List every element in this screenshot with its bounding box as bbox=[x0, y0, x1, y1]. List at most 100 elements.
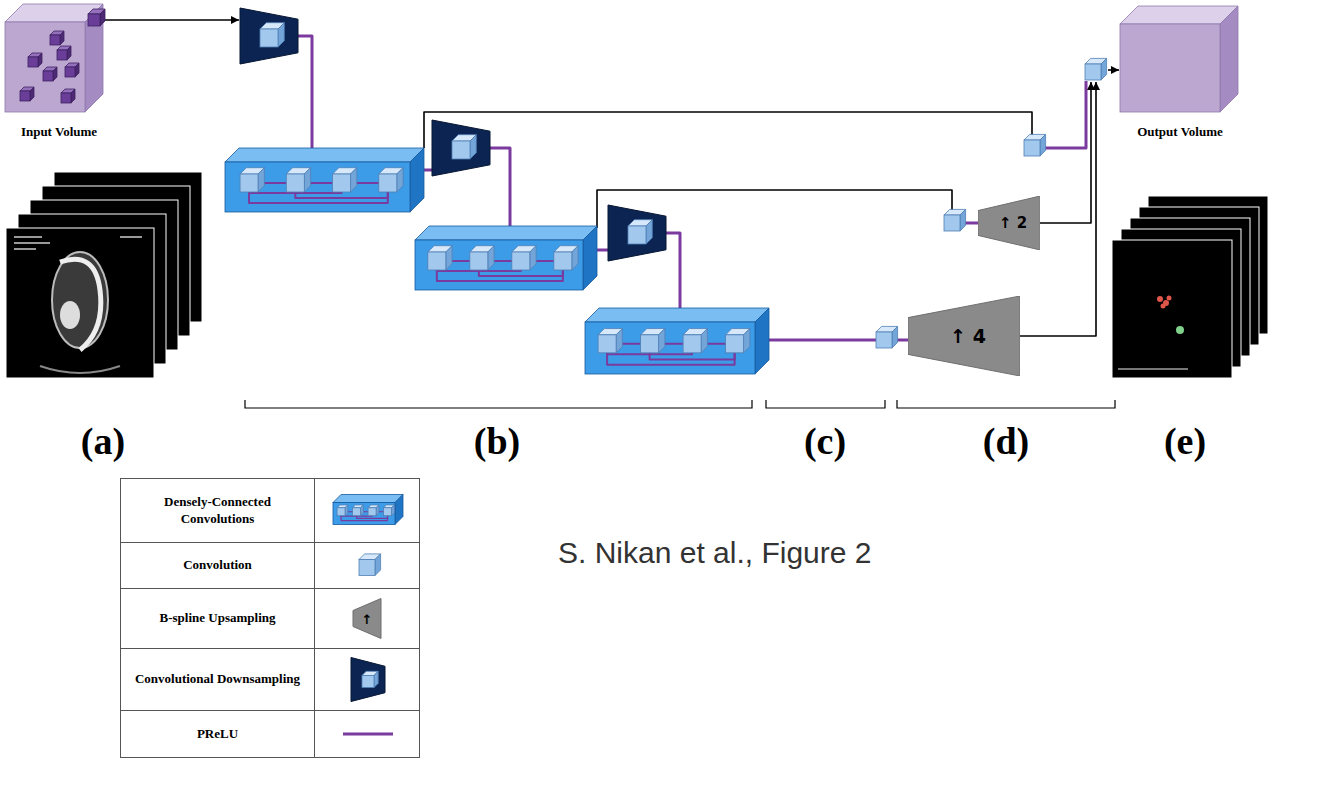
voxel-patch-front bbox=[65, 67, 75, 77]
dense-block-top bbox=[585, 308, 769, 322]
convolution-cube-front bbox=[333, 174, 351, 192]
convolution-cube-side bbox=[392, 505, 395, 516]
input-volume-cube-side bbox=[85, 4, 103, 112]
legend-label: Densely-Connected Convolutions bbox=[127, 494, 308, 527]
convolution-cube-front bbox=[384, 508, 392, 516]
upsampling-trapezoid bbox=[353, 599, 381, 639]
convolution-cube-front bbox=[554, 252, 572, 270]
voxel-patch-front bbox=[57, 50, 67, 60]
convolution-cube-side bbox=[616, 329, 622, 353]
convolution-cube-front bbox=[368, 508, 376, 516]
legend-sample bbox=[315, 479, 419, 542]
convolution-cube-side bbox=[1040, 134, 1046, 156]
voxel-patch-side bbox=[60, 31, 64, 45]
downsampling-trapezoid bbox=[240, 8, 298, 64]
scan-annotation bbox=[120, 236, 142, 238]
convolution-cube-front bbox=[286, 174, 304, 192]
dense-block-front bbox=[415, 240, 583, 290]
upsampling-trapezoid bbox=[978, 196, 1040, 250]
convolution-cube-front bbox=[379, 174, 397, 192]
figure-caption: S. Nikan et al., Figure 2 bbox=[558, 536, 871, 570]
output-volume-cube-side bbox=[1220, 6, 1238, 112]
convolution-cube-front bbox=[470, 252, 488, 270]
convolution-cube-front bbox=[641, 335, 659, 353]
legend-row: PReLU bbox=[121, 711, 419, 757]
segmentation-slice bbox=[1112, 240, 1232, 378]
node-label: Output Volume bbox=[1137, 124, 1223, 140]
legend-sample bbox=[315, 649, 419, 710]
panel-label: (b) bbox=[474, 419, 520, 463]
ct-bone bbox=[60, 301, 80, 329]
convolution-cube-side bbox=[361, 505, 364, 516]
dense-block-side bbox=[395, 495, 403, 525]
bracket bbox=[245, 400, 752, 408]
voxel-patch-side bbox=[71, 89, 75, 103]
dense-block-front bbox=[333, 503, 395, 525]
dense-connection bbox=[607, 344, 735, 365]
wires bbox=[102, 20, 1119, 340]
bracket bbox=[766, 400, 885, 408]
convolution-cube-side bbox=[530, 246, 536, 270]
legend-label: PReLU bbox=[197, 726, 238, 742]
dense-block-top bbox=[225, 148, 424, 162]
dense-connection bbox=[249, 183, 388, 203]
segment-green bbox=[1176, 326, 1184, 334]
panel-label: (d) bbox=[983, 419, 1029, 463]
voxel-patch-side bbox=[53, 67, 57, 81]
convolution-cube-front bbox=[362, 676, 374, 688]
convolution-cube-side bbox=[470, 135, 476, 159]
legend-text-cell: B-spline Upsampling bbox=[121, 589, 315, 648]
ct-bone bbox=[60, 259, 101, 350]
prelu-link bbox=[1040, 81, 1086, 148]
segment-red bbox=[1161, 304, 1166, 309]
convolution-cube-side bbox=[351, 168, 357, 192]
legend-sample bbox=[315, 711, 419, 757]
legend-label: Convolution bbox=[183, 557, 252, 573]
input-volume-cube-front bbox=[5, 22, 85, 112]
voxel-patch-side bbox=[30, 87, 34, 101]
voxel-patch-side bbox=[38, 53, 42, 67]
legend-table: Densely-Connected ConvolutionsConvolutio… bbox=[120, 478, 420, 758]
output-volume-cube-front bbox=[1120, 24, 1220, 112]
convolution-cube-front bbox=[628, 226, 646, 244]
downsampling-trapezoid bbox=[608, 205, 666, 261]
prelu-link bbox=[249, 182, 388, 184]
node-label: ↑ 4 bbox=[950, 325, 986, 347]
dense-block-side bbox=[755, 308, 769, 374]
dense-block-side bbox=[583, 226, 597, 290]
upsampling-trapezoid bbox=[908, 296, 1020, 376]
prelu-line bbox=[343, 733, 393, 736]
panel-label: (e) bbox=[1164, 419, 1206, 463]
voxel-patch-front bbox=[28, 57, 38, 67]
legend-row: Convolution bbox=[121, 543, 419, 589]
convolution-cube-side bbox=[446, 246, 452, 270]
convolution-cube-side bbox=[960, 209, 966, 231]
network-blocks bbox=[5, 4, 1238, 374]
dense-block-top bbox=[415, 226, 597, 240]
output-volume-cube-top bbox=[1120, 6, 1238, 24]
scan-annotation bbox=[14, 242, 50, 244]
convolution-cube-side bbox=[488, 246, 494, 270]
legend-row: Convolutional Downsampling bbox=[121, 649, 419, 711]
segment-red bbox=[1157, 296, 1163, 302]
legend-text-cell: Densely-Connected Convolutions bbox=[121, 479, 315, 542]
downsampling-trapezoid bbox=[432, 120, 490, 176]
voxel-patch-side bbox=[100, 9, 105, 26]
convolution-cube-side bbox=[397, 168, 403, 192]
prelu-link bbox=[297, 36, 312, 150]
upsampling-symbol: ↑ bbox=[362, 612, 373, 627]
legend-label: B-spline Upsampling bbox=[160, 610, 276, 626]
legend-sample bbox=[315, 543, 419, 588]
upsampling-box: ↑ 4 bbox=[908, 296, 1020, 376]
convolution-cube-side bbox=[345, 505, 348, 516]
dense-connection bbox=[437, 261, 563, 281]
panel-label: (c) bbox=[804, 419, 846, 463]
downsampling-trapezoid bbox=[351, 658, 385, 702]
convolution-cube-side bbox=[304, 168, 310, 192]
prelu-link bbox=[607, 343, 735, 345]
scan-annotation bbox=[14, 248, 36, 250]
node-label: ↑ 2 bbox=[999, 214, 1027, 232]
legend-sample-cell bbox=[315, 711, 419, 757]
convolution-cube-front bbox=[359, 560, 375, 576]
